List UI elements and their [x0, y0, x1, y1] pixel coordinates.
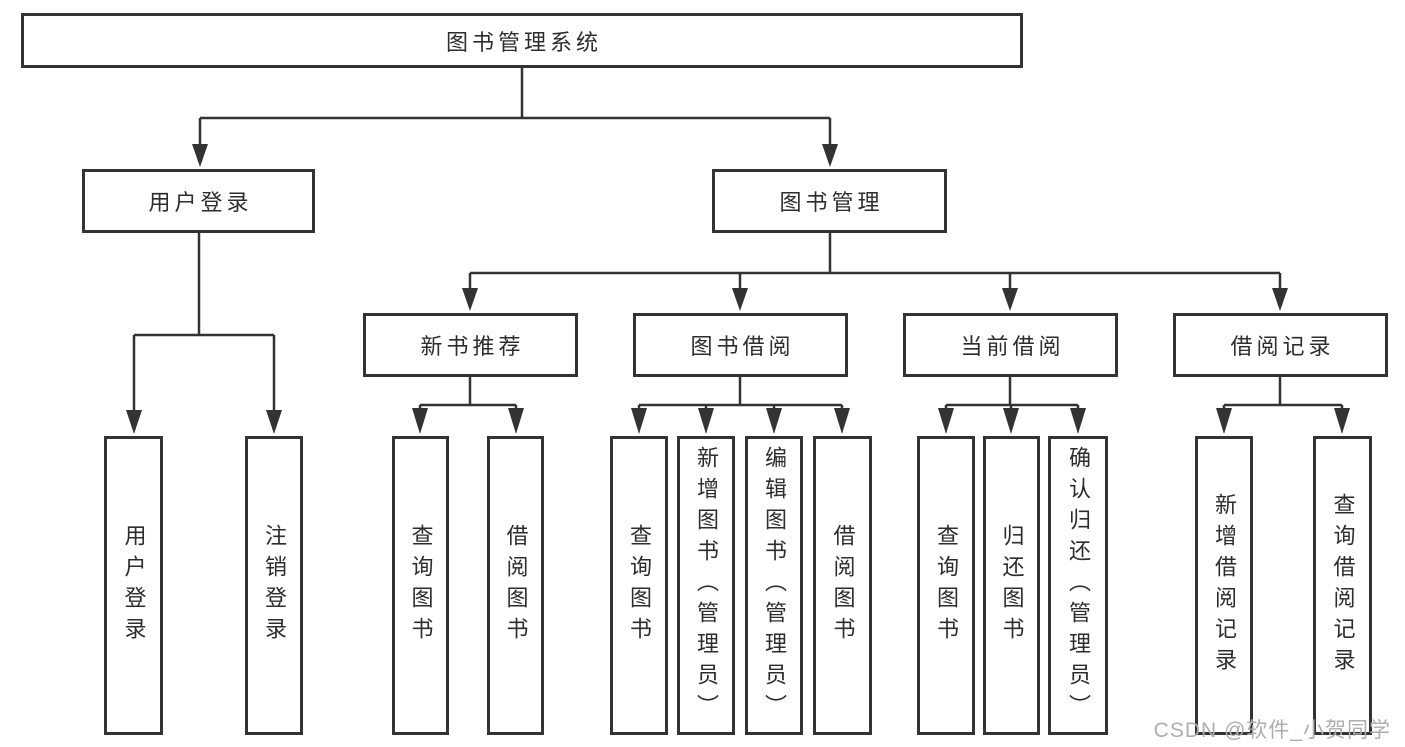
leaf-label: 查询图书 — [934, 523, 959, 648]
node-current-borrow: 当前借阅 — [903, 313, 1118, 377]
csdn-watermark: CSDN @软件_小贺同学 — [1153, 719, 1391, 742]
leaf-label: 查询图书 — [627, 523, 652, 648]
node-label: 当前借阅 — [960, 334, 1065, 359]
node-book-borrow: 图书借阅 — [633, 313, 848, 377]
leaf-label: 新增图书（管理员） — [694, 446, 719, 725]
leaf-borrow-books: 借阅图书 — [813, 436, 872, 735]
node-label: 借阅记录 — [1230, 334, 1335, 359]
leaf-edit-books-admin: 编辑图书（管理员） — [745, 436, 803, 735]
leaf-label: 查询借阅记录 — [1330, 492, 1356, 679]
leaf-label: 编辑图书（管理员） — [762, 446, 787, 725]
node-user-login: 用户登录 — [82, 169, 315, 233]
node-library-system: 图书管理系统 — [21, 13, 1023, 68]
leaf-label: 借阅图书 — [830, 523, 856, 648]
leaf-confirm-return-admin: 确认归还（管理员） — [1048, 436, 1108, 735]
node-label: 图书借阅 — [690, 334, 795, 359]
node-label: 新书推荐 — [420, 334, 525, 359]
leaf-label: 注销登录 — [262, 523, 287, 648]
leaf-label: 新增借阅记录 — [1212, 492, 1237, 679]
leaf-label: 查询图书 — [408, 523, 434, 648]
leaf-label: 借阅图书 — [503, 523, 529, 648]
leaf-add-books-admin: 新增图书（管理员） — [677, 436, 735, 735]
leaf-query-books-borrow: 查询图书 — [610, 436, 668, 735]
node-label: 图书管理系统 — [445, 29, 602, 55]
leaf-return-books: 归还图书 — [983, 436, 1040, 735]
node-label: 图书管理 — [779, 190, 884, 215]
leaf-label: 归还图书 — [999, 523, 1025, 648]
leaf-query-books-current: 查询图书 — [917, 436, 975, 735]
leaf-label: 用户登录 — [121, 523, 147, 648]
leaf-query-books-recommend: 查询图书 — [392, 436, 449, 735]
node-new-book-recommend: 新书推荐 — [363, 313, 578, 377]
leaf-add-borrow-record: 新增借阅记录 — [1195, 436, 1253, 735]
leaf-query-borrow-record: 查询借阅记录 — [1313, 436, 1372, 735]
leaf-borrow-books-recommend: 借阅图书 — [487, 436, 544, 735]
node-book-management: 图书管理 — [712, 169, 947, 233]
node-label: 用户登录 — [148, 190, 253, 215]
leaf-logout: 注销登录 — [245, 436, 303, 735]
leaf-label: 确认归还（管理员） — [1066, 446, 1091, 725]
leaf-user-login: 用户登录 — [104, 436, 163, 735]
node-borrow-records: 借阅记录 — [1173, 313, 1388, 377]
